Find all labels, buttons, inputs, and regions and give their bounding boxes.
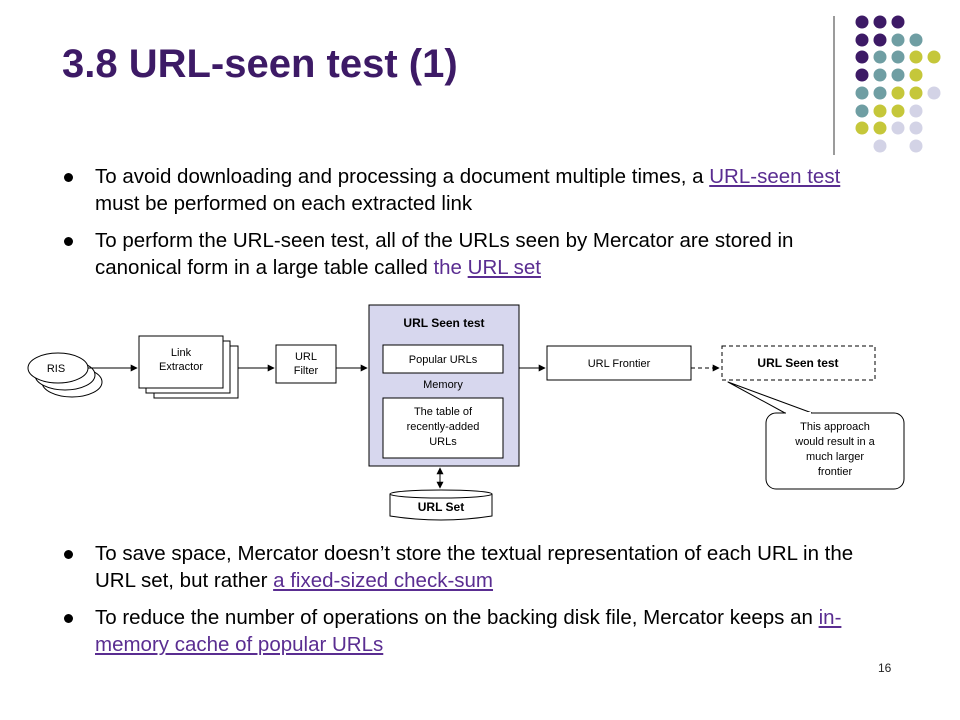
callout-text: This approach — [800, 421, 870, 433]
bullet-item: To save space, Mercator doesn’t store th… — [62, 540, 877, 594]
url-frontier-node: URL Frontier — [546, 345, 692, 381]
dot-row-2 — [855, 33, 923, 47]
recent-urls-table-label: recently-added — [407, 421, 480, 433]
url-seen-test-link[interactable]: URL-seen test — [709, 165, 841, 188]
dot-row-4 — [855, 68, 923, 82]
bullet-list-bottom: To save space, Mercator doesn’t store th… — [62, 540, 877, 668]
recent-urls-table-label: The table of — [414, 406, 473, 418]
dot-row-7 — [855, 121, 923, 135]
slide-title: 3.8 URL-seen test (1) — [62, 42, 458, 86]
checksum-link[interactable]: a fixed-sized check-sum — [273, 569, 494, 592]
dot-row-1 — [855, 15, 905, 29]
url-seen-test-diagram: RIS Link Extractor URL Filter URL Seen t… — [27, 304, 905, 521]
link-extractor-node: Link Extractor — [138, 335, 239, 399]
url-filter-node: URL Filter — [275, 344, 337, 384]
bullet-item: To perform the URL-seen test, all of the… — [62, 227, 877, 281]
dot-row-5 — [855, 86, 941, 100]
url-filter-label: Filter — [294, 365, 319, 377]
link-extractor-label: Link — [171, 347, 192, 359]
bullet-list-top: To avoid downloading and processing a do… — [62, 163, 877, 291]
popular-urls-label: Popular URLs — [409, 354, 478, 366]
ris-node: RIS — [27, 352, 103, 398]
url-seen-test-box: URL Seen test Popular URLs Memory The ta… — [368, 304, 520, 467]
bullet-item: To avoid downloading and processing a do… — [62, 163, 877, 217]
url-seen-test-title: URL Seen test — [403, 316, 484, 330]
dot-row-3 — [855, 50, 941, 64]
slide-number: 16 — [878, 661, 892, 675]
ris-label: RIS — [47, 363, 65, 375]
bullet-text: must be performed on each extracted link — [95, 192, 473, 215]
callout-note: This approach would result in a much lar… — [727, 381, 905, 490]
bullet-text: To save space, Mercator doesn’t store th… — [95, 542, 854, 592]
url-set-node: URL Set — [389, 489, 493, 521]
dot-row-6 — [855, 104, 923, 118]
popular-urls-cache-link[interactable]: in-memory cache of popular URLs — [95, 606, 842, 656]
dot-row-8 — [873, 139, 923, 153]
highlight-text: the — [433, 256, 468, 279]
bullet-text: To avoid downloading and processing a do… — [95, 165, 710, 188]
bullet-text: To perform the URL-seen test, all of the… — [95, 229, 794, 279]
callout-text: much larger — [806, 451, 864, 463]
url-seen-test-alt-label: URL Seen test — [757, 356, 838, 370]
memory-label: Memory — [423, 379, 463, 391]
url-set-label: URL Set — [418, 500, 464, 514]
url-filter-label: URL — [295, 351, 317, 363]
recent-urls-table-label: URLs — [429, 436, 457, 448]
link-extractor-label: Extractor — [159, 361, 203, 373]
url-seen-test-alt-node: URL Seen test — [721, 345, 876, 381]
url-set-link[interactable]: URL set — [467, 256, 541, 279]
bullet-item: To reduce the number of operations on th… — [62, 604, 877, 658]
callout-text: frontier — [818, 466, 853, 478]
callout-text: would result in a — [794, 436, 875, 448]
url-frontier-label: URL Frontier — [588, 358, 651, 370]
recent-urls-table-box — [382, 397, 504, 459]
bullet-text: To reduce the number of operations on th… — [95, 606, 819, 629]
popular-urls-box — [382, 344, 504, 374]
